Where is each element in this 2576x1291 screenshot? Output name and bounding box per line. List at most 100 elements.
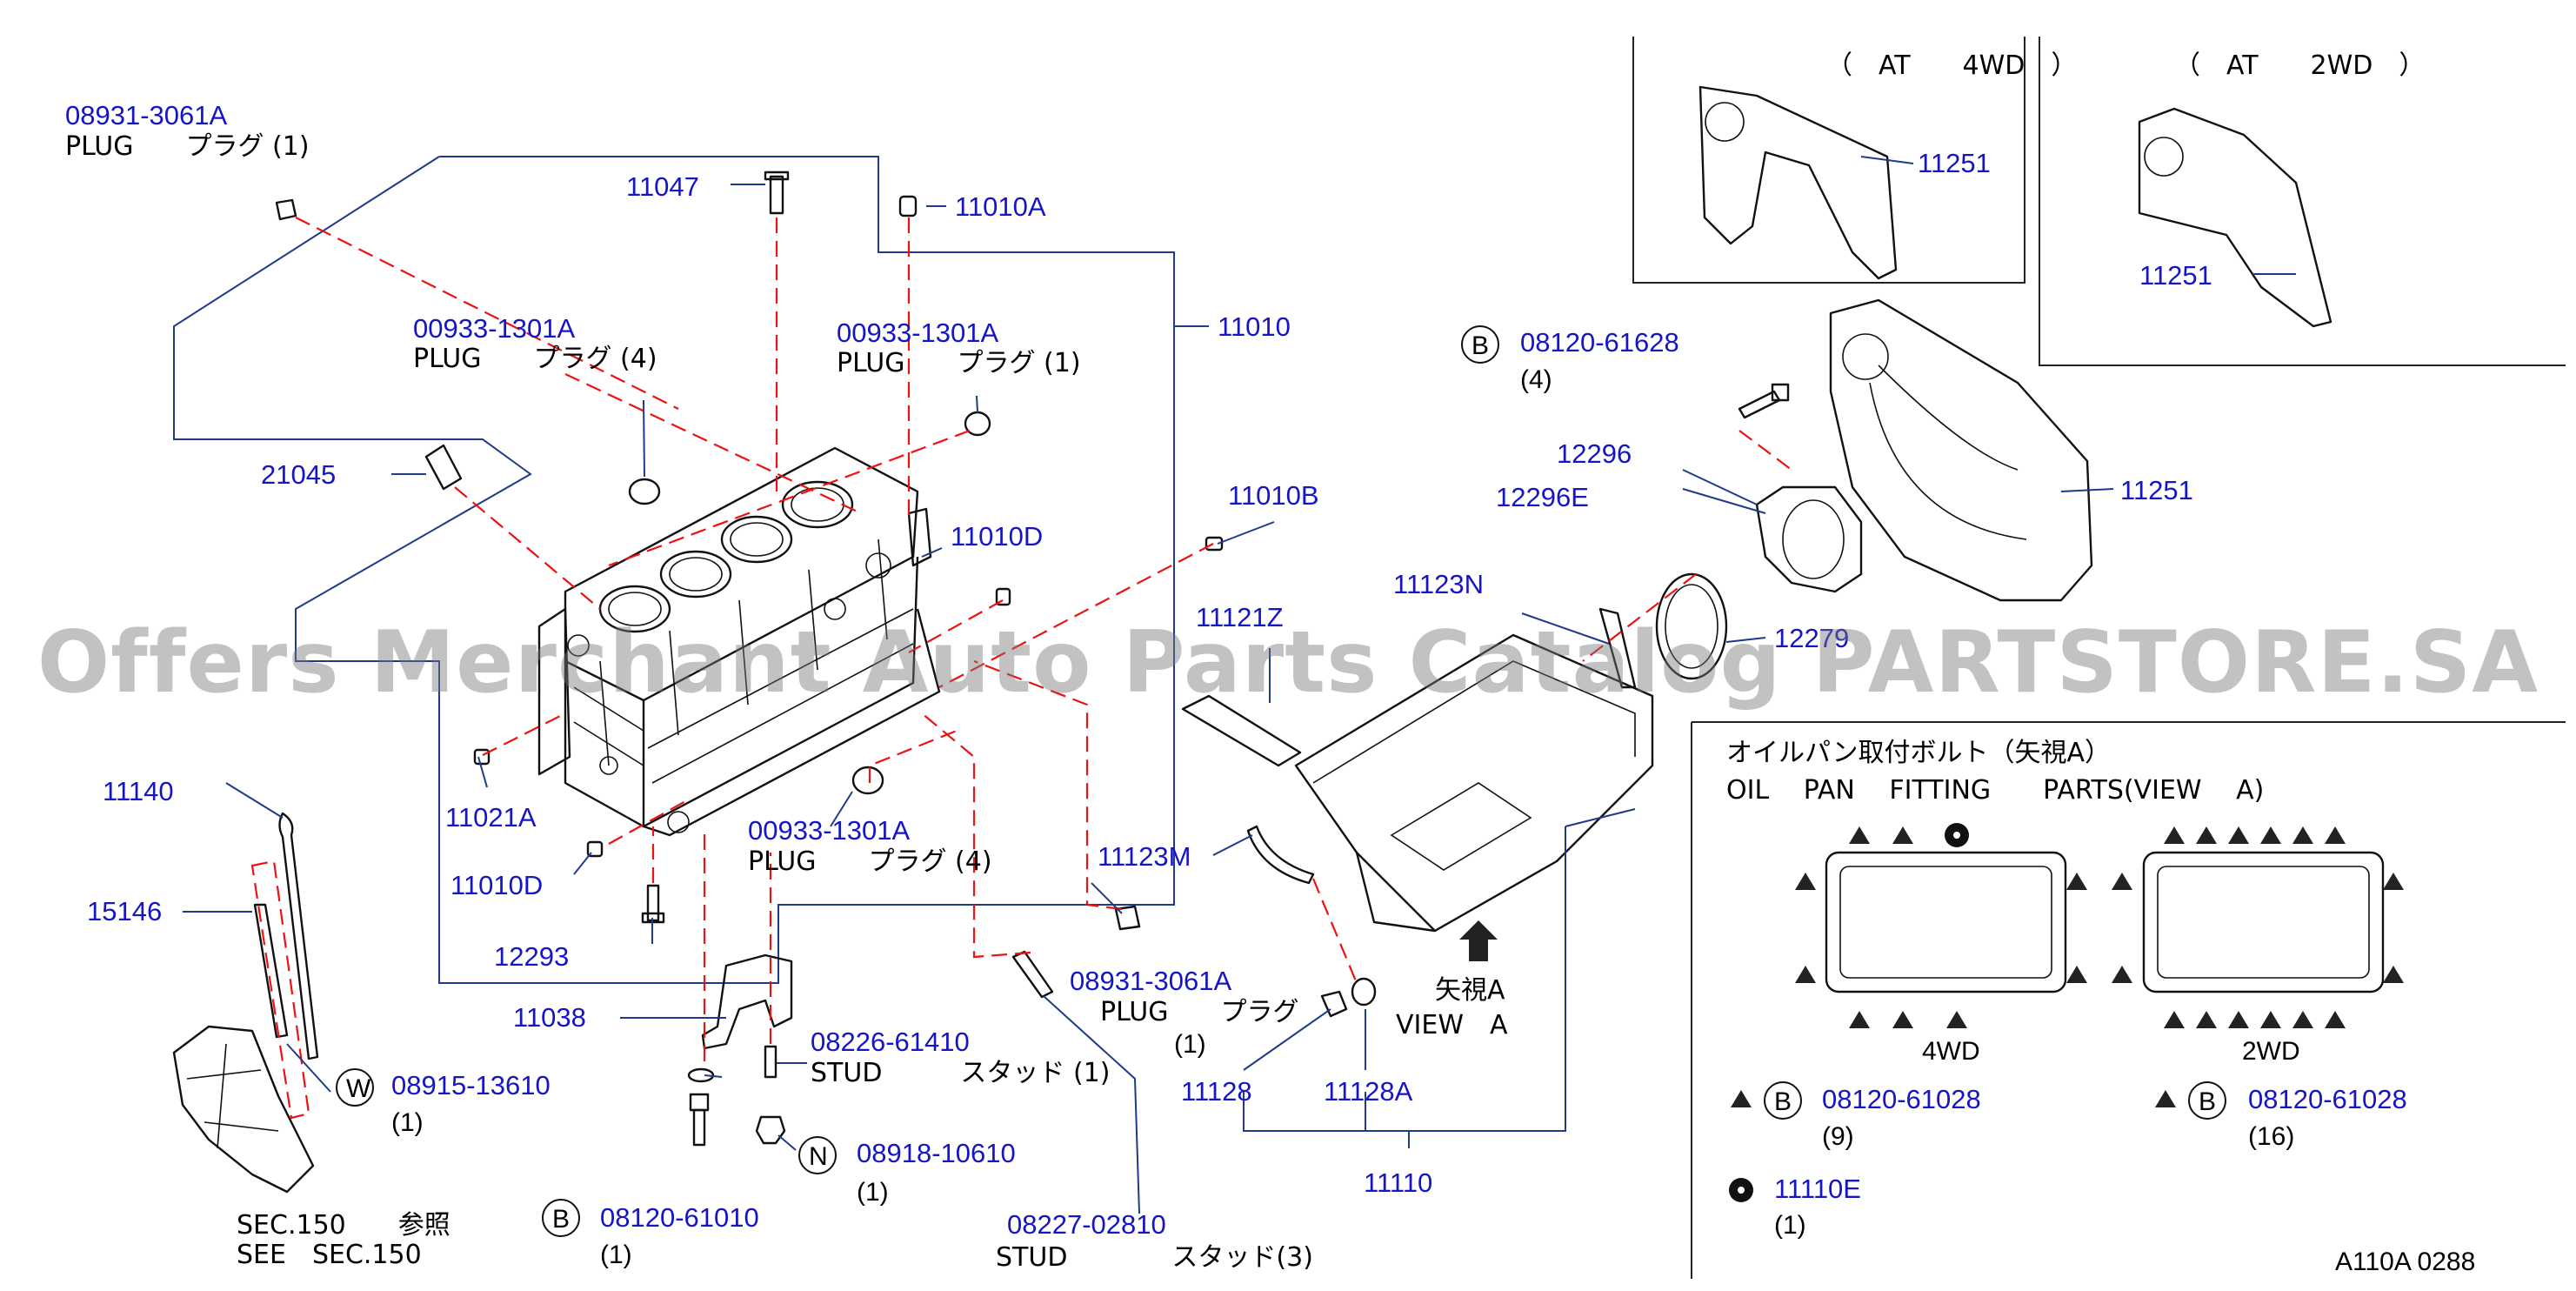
part-number-11251-main[interactable]: 11251 bbox=[2120, 475, 2193, 505]
part-qty-11110E: (1) bbox=[1774, 1211, 1806, 1240]
seal-housing-12296-shape bbox=[1755, 485, 1863, 593]
part-qty-08120-61028-4wd: (9) bbox=[1822, 1122, 1854, 1151]
part-number-08227[interactable]: 08227-02810 bbox=[1007, 1209, 1166, 1240]
part-number-11010B[interactable]: 11010B bbox=[1228, 480, 1319, 511]
part-number-15146[interactable]: 15146 bbox=[87, 896, 162, 926]
bolt-08120-61628-shape bbox=[1738, 383, 1790, 419]
part-number-08931-top[interactable]: 08931-3061A bbox=[65, 100, 227, 130]
part-number-11010[interactable]: 11010 bbox=[1218, 311, 1291, 342]
oil-pan-view-frame bbox=[1691, 721, 2566, 1279]
guide-15146-shape bbox=[253, 903, 289, 1039]
part-number-11021A[interactable]: 11021A bbox=[445, 802, 537, 833]
part-desc-00933-c: PLUG プラグ (4) bbox=[748, 846, 992, 877]
sec-ref-line2[interactable]: SEE SEC.150 bbox=[237, 1240, 422, 1270]
cylinder-block-drawing bbox=[537, 446, 941, 837]
oil-pan-outline-4wd bbox=[1825, 851, 2067, 993]
view-a-jp: 矢視A bbox=[1435, 975, 1505, 1006]
part-number-08931-mid[interactable]: 08931-3061A bbox=[1070, 966, 1231, 996]
dowel-11010D-top-shape bbox=[995, 587, 1011, 606]
inset-title-4wd: （ AT 4WD ） bbox=[1826, 50, 2077, 81]
part-number-08918[interactable]: 08918-10610 bbox=[857, 1138, 1016, 1168]
legend-dot-inner bbox=[1738, 1187, 1745, 1194]
dowel-11010D-bot-shape bbox=[586, 840, 604, 858]
part-number-08120-61028-4wd[interactable]: 08120-61028 bbox=[1822, 1084, 1981, 1114]
bolt-12293-shape bbox=[641, 884, 665, 924]
rear-plate-2wd-shape bbox=[2138, 107, 2332, 328]
part-number-00933-b[interactable]: 00933-1301A bbox=[837, 318, 998, 348]
part-number-11121Z[interactable]: 11121Z bbox=[1196, 602, 1284, 632]
badge-circle-b-2wd bbox=[2188, 1081, 2226, 1120]
dowel-11010A-shape bbox=[898, 195, 918, 217]
part-desc-08931-mid: PLUG プラグ bbox=[1100, 997, 1299, 1027]
baffle-11121Z-shape bbox=[1181, 694, 1302, 767]
part-number-11123M[interactable]: 11123M bbox=[1098, 841, 1191, 872]
badge-circle-w bbox=[336, 1068, 374, 1107]
part-number-11010D-bot[interactable]: 11010D bbox=[450, 870, 543, 900]
explode-dash-lines bbox=[295, 217, 1697, 1061]
part-number-08120-61628[interactable]: 08120-61628 bbox=[1520, 327, 1679, 358]
badge-b-2wd: B bbox=[2199, 1087, 2216, 1116]
badge-n: N bbox=[809, 1142, 828, 1171]
seal-11123N-shape bbox=[1598, 607, 1637, 689]
nut-08918-shape bbox=[755, 1115, 786, 1145]
sec-ref-line1[interactable]: SEC.150 参照 bbox=[237, 1210, 450, 1241]
dipstick-11140-shape bbox=[278, 812, 319, 1060]
part-number-08915[interactable]: 08915-13610 bbox=[391, 1070, 551, 1100]
part-number-11110[interactable]: 11110 bbox=[1364, 1167, 1432, 1198]
oil-pan-11110-shape bbox=[1294, 633, 1654, 933]
inset-4wd-frame bbox=[1632, 37, 2025, 284]
rear-plate-4wd-shape bbox=[1698, 85, 1898, 280]
dowel-11010B-shape bbox=[1205, 536, 1224, 552]
part-number-11038[interactable]: 11038 bbox=[513, 1002, 586, 1033]
part-qty-08918: (1) bbox=[857, 1178, 889, 1207]
sec150-part-shape bbox=[172, 1025, 315, 1194]
part-qty-08120-61010: (1) bbox=[600, 1241, 632, 1269]
part-number-11110E[interactable]: 11110E bbox=[1774, 1174, 1861, 1204]
oil-pan-view-title-en: OIL PAN FITTING PARTS(VIEW A) bbox=[1726, 775, 2264, 806]
badge-circle-n bbox=[798, 1136, 837, 1174]
part-number-11140[interactable]: 11140 bbox=[103, 776, 174, 806]
part-number-00933-a[interactable]: 00933-1301A bbox=[413, 313, 575, 344]
part-number-12296E[interactable]: 12296E bbox=[1496, 482, 1589, 512]
part-number-12293[interactable]: 12293 bbox=[494, 941, 569, 972]
block-boundary-outline bbox=[173, 156, 1175, 984]
part-qty-08120-61628: (4) bbox=[1520, 365, 1552, 394]
oil-pan-label-4wd: 4WD bbox=[1922, 1037, 1980, 1066]
rear-plate-11251-shape bbox=[1829, 298, 2093, 602]
part-number-11251-2wd[interactable]: 11251 bbox=[2139, 260, 2212, 291]
part-number-11128[interactable]: 11128 bbox=[1181, 1076, 1252, 1107]
part-number-08226[interactable]: 08226-61410 bbox=[811, 1027, 970, 1057]
part-number-11251-4wd[interactable]: 11251 bbox=[1918, 148, 1991, 178]
badge-b-4wd: B bbox=[1774, 1087, 1792, 1116]
bolt-11047-shape bbox=[764, 171, 790, 215]
badge-b-61010: B bbox=[552, 1205, 570, 1234]
oil-pan-view-title-jp: オイルパン取付ボルト（矢視A） bbox=[1726, 738, 2111, 768]
view-a-en: VIEW A bbox=[1396, 1010, 1508, 1040]
part-number-11010D-top[interactable]: 11010D bbox=[951, 521, 1043, 552]
view-a-arrow-shape bbox=[1459, 920, 1498, 961]
part-number-11010A[interactable]: 11010A bbox=[955, 191, 1046, 222]
part-desc-08226: STUD スタッド (1) bbox=[811, 1058, 1110, 1088]
part-number-11128A[interactable]: 11128A bbox=[1324, 1076, 1413, 1107]
dot-marker-4wd-inner bbox=[1953, 832, 1960, 839]
part-number-00933-c[interactable]: 00933-1301A bbox=[748, 815, 910, 846]
plug-00933-c-shape bbox=[851, 766, 884, 795]
bolt-markers-2wd bbox=[2112, 826, 2404, 1028]
part-number-11123N[interactable]: 11123N bbox=[1393, 569, 1484, 599]
part-number-08120-61028-2wd[interactable]: 08120-61028 bbox=[2248, 1084, 2407, 1114]
part-number-21045[interactable]: 21045 bbox=[261, 459, 336, 490]
stud-08227-shape bbox=[1011, 950, 1054, 999]
plug-08931-top-shape bbox=[275, 198, 297, 221]
bolt-dash-line bbox=[1738, 430, 1792, 471]
drain-dash-line bbox=[1311, 878, 1358, 984]
part-number-11047[interactable]: 11047 bbox=[626, 171, 699, 202]
oil-pan-outline-2wd bbox=[2142, 851, 2385, 993]
badge-b-61628: B bbox=[1472, 331, 1489, 360]
part-number-12296[interactable]: 12296 bbox=[1557, 438, 1632, 469]
seal-11123M-shape bbox=[1246, 825, 1315, 885]
stud-08226-shape bbox=[764, 1045, 777, 1079]
part-number-08120-61010[interactable]: 08120-61010 bbox=[600, 1202, 759, 1233]
part-number-12279[interactable]: 12279 bbox=[1774, 623, 1849, 653]
washer-11128A-shape bbox=[1351, 977, 1377, 1007]
dowel-11021A-shape bbox=[473, 748, 491, 766]
